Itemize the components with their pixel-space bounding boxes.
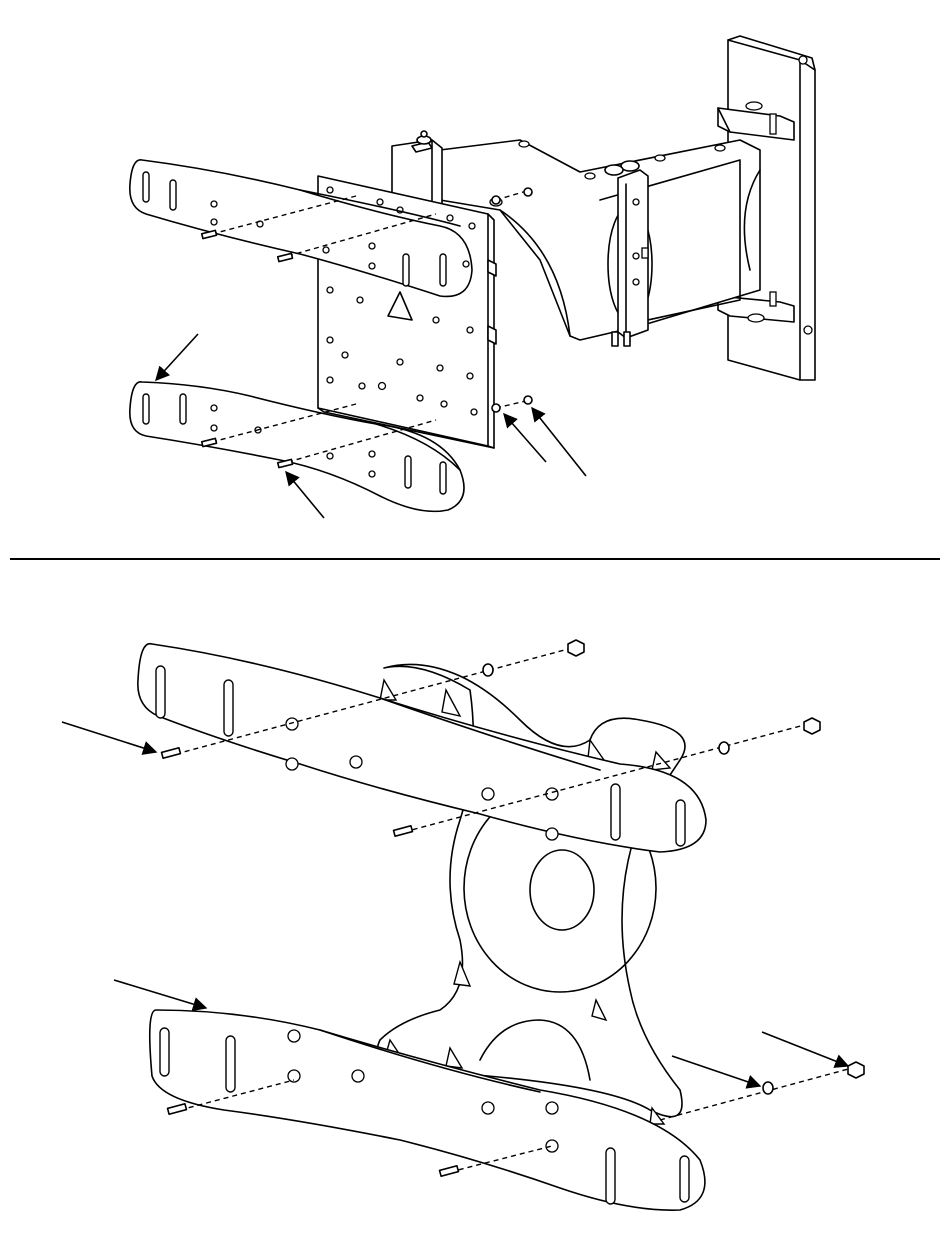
bottom-panel-exploded-adapter — [62, 640, 864, 1210]
top-panel-assembled-mount — [130, 36, 815, 518]
